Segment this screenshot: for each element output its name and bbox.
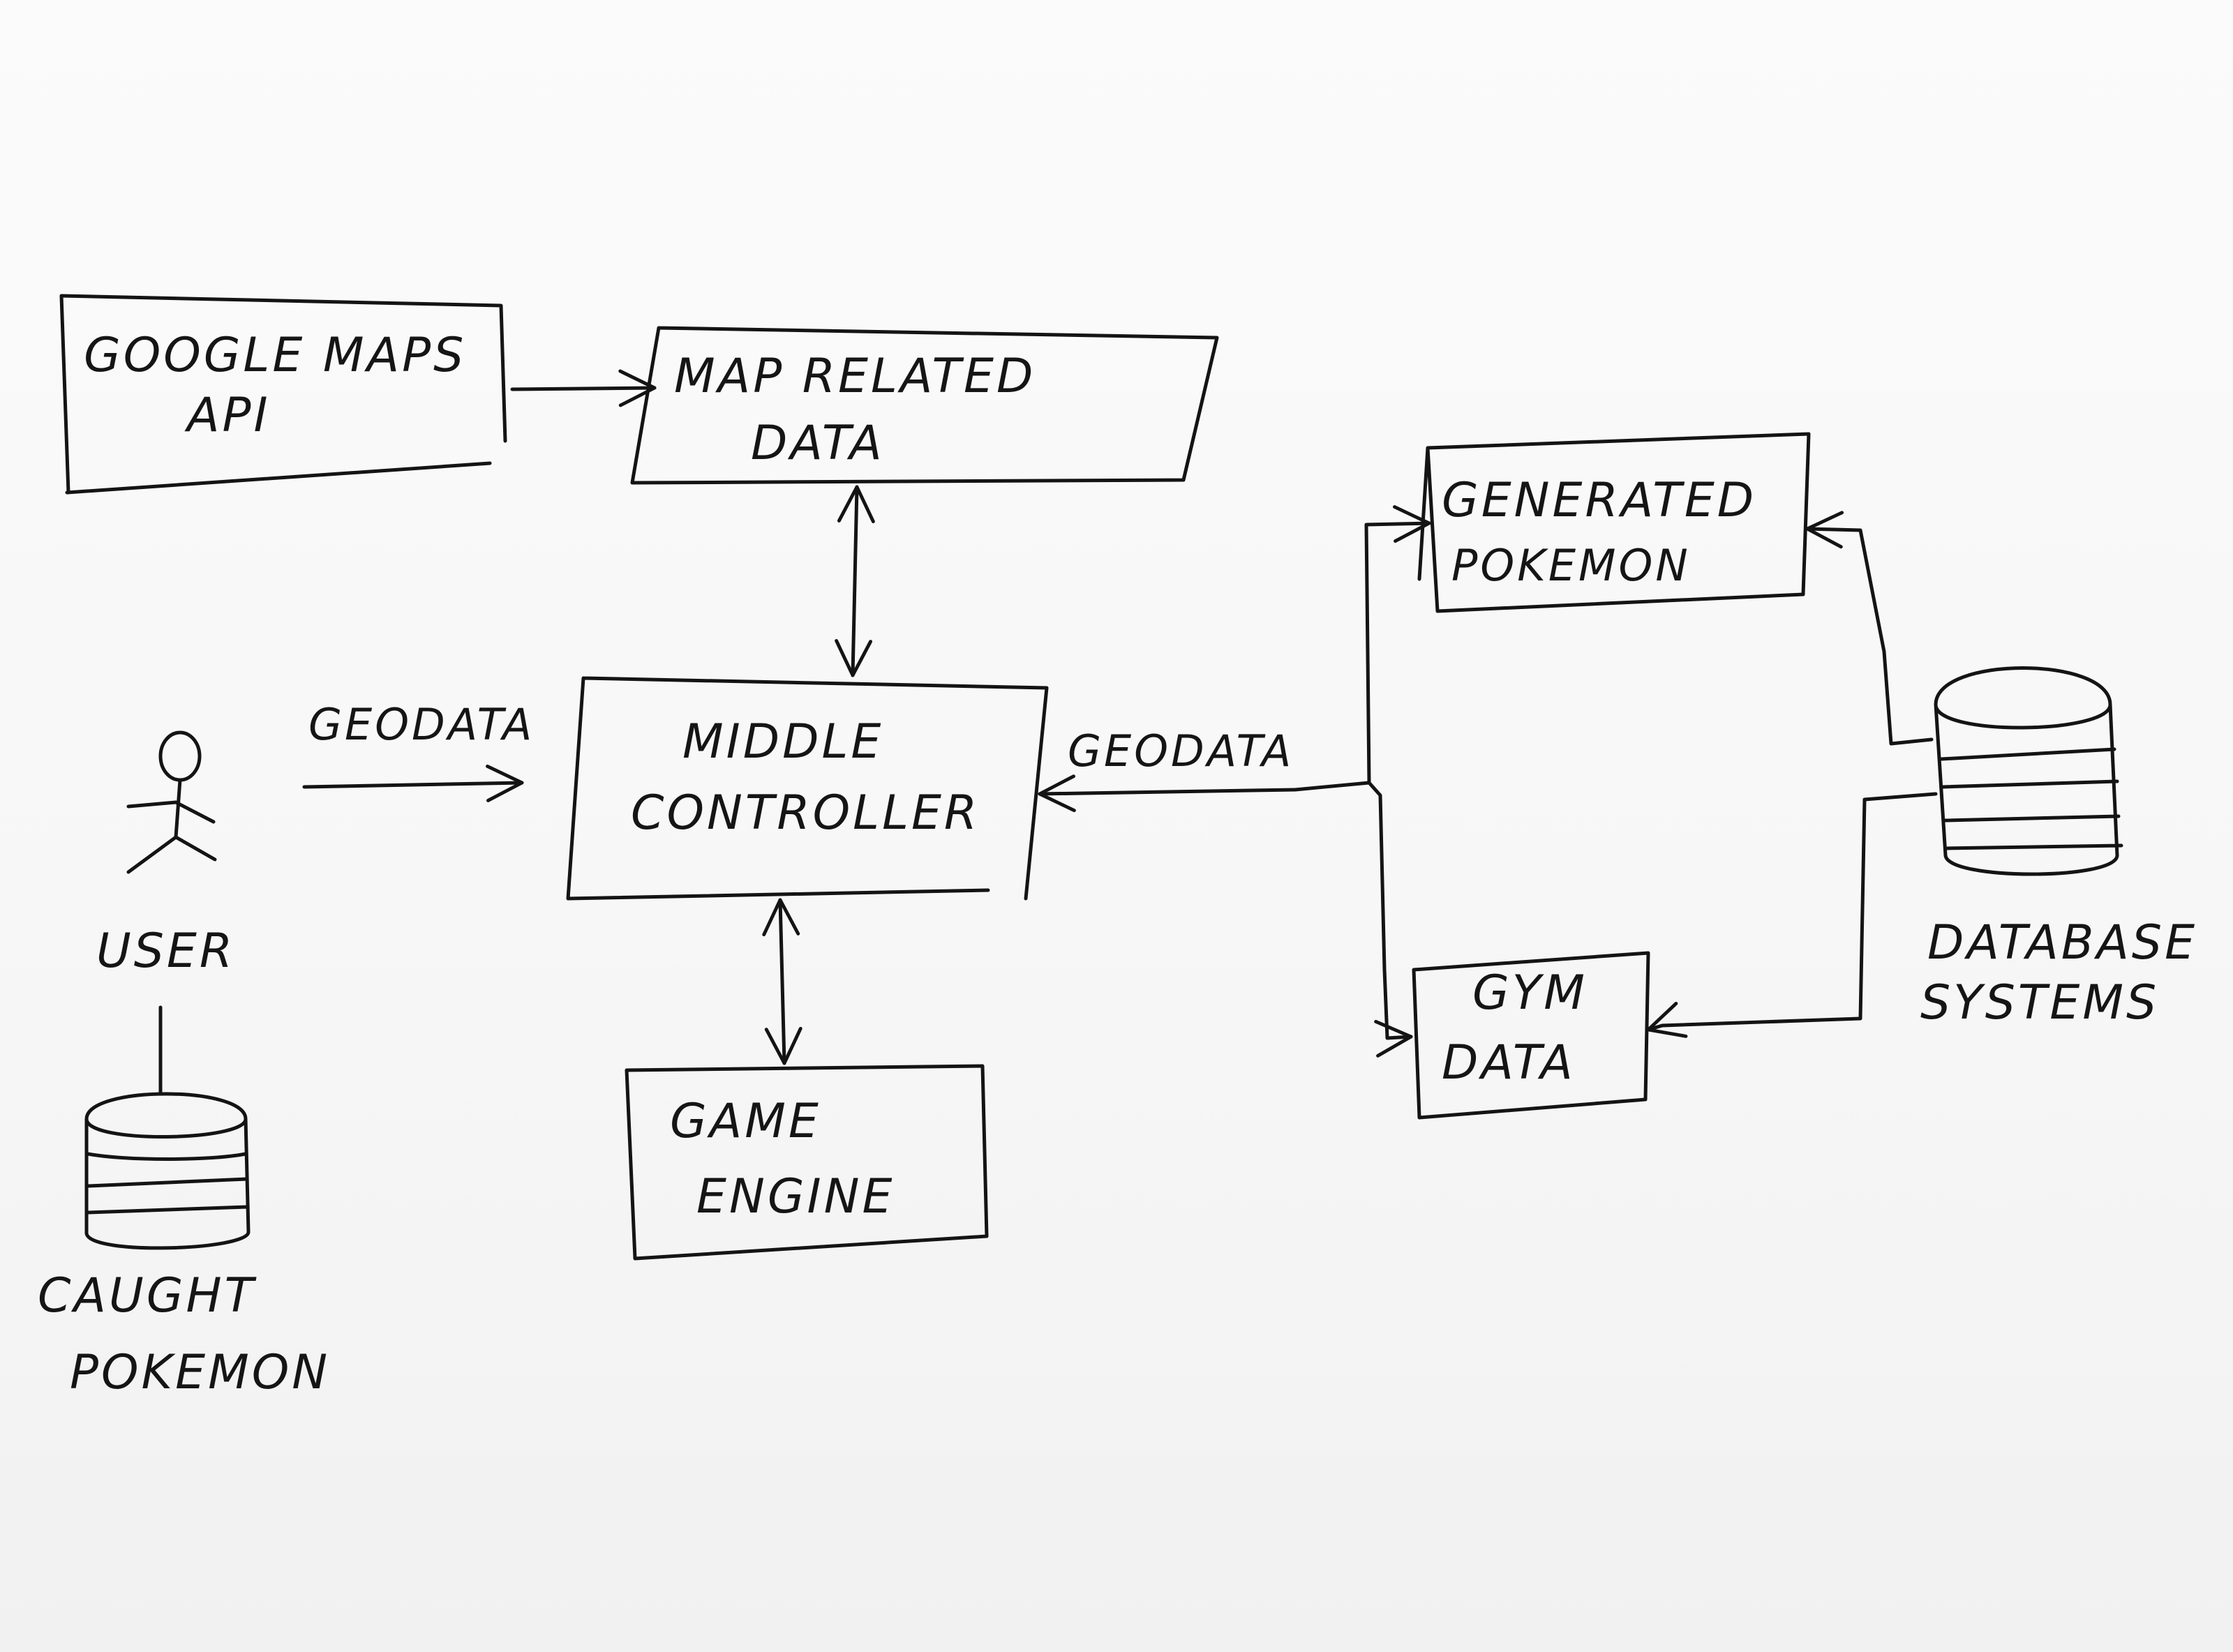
- user-actor: USER: [96, 730, 235, 979]
- database-systems-label-line1: DATABASE: [1927, 915, 2197, 970]
- database-systems-shape: [1934, 666, 2123, 876]
- user-head: [158, 730, 202, 782]
- arrow-controller-engine: [762, 898, 802, 1065]
- game-engine-box: [625, 1064, 989, 1261]
- gym-data-label-line2: DATA: [1442, 1035, 1576, 1090]
- gym-data-label-line1: GYM: [1472, 966, 1588, 1021]
- caught-pokemon-label-line1: CAUGHT: [38, 1268, 257, 1323]
- game-engine-label-line1: GAME: [670, 1094, 821, 1149]
- map-related-data-shape: [630, 326, 1219, 485]
- middle-controller-box: [566, 676, 1049, 901]
- caught-pokemon-label-line2: POKEMON: [70, 1345, 330, 1400]
- middle-controller-node: MIDDLE CONTROLLER: [566, 676, 1049, 901]
- gym-data-box: [1412, 951, 1650, 1120]
- user-label: USER: [96, 924, 235, 979]
- database-systems-cylinder: DATABASE SYSTEMS: [1920, 666, 2197, 1030]
- google-maps-api-label-line1: GOOGLE MAPS: [84, 328, 466, 383]
- geodata-datastores-label: GEODATA: [1068, 726, 1294, 776]
- google-maps-api-box: [59, 294, 507, 495]
- map-related-data-label-line1: MAP RELATED: [674, 349, 1036, 404]
- arrow-mapdata-controller: [835, 485, 875, 677]
- map-related-data-label-line2: DATA: [751, 416, 885, 471]
- arrow-datastores-to-controller: [1038, 774, 1297, 813]
- branch-to-gym-data: [1367, 781, 1413, 1058]
- user-body: [126, 778, 217, 874]
- branch-to-generated-pokemon: [1293, 505, 1431, 792]
- caught-pokemon-cylinder: [84, 1092, 251, 1250]
- game-engine-label-line2: ENGINE: [696, 1169, 895, 1224]
- generated-pokemon-node: GENERATED POKEMON: [1417, 432, 1811, 613]
- generated-pokemon-label-line2: POKEMON: [1451, 540, 1691, 591]
- map-related-data-node: MAP RELATED DATA: [630, 326, 1219, 485]
- caught-pokemon-database: CAUGHT POKEMON: [38, 1092, 330, 1400]
- geodata-user-label: GEODATA: [308, 699, 535, 750]
- arrow-maps-to-mapdata: [510, 369, 657, 407]
- google-maps-api-label-line2: API: [184, 388, 271, 443]
- database-systems-label-line2: SYSTEMS: [1920, 975, 2159, 1030]
- game-engine-node: GAME ENGINE: [625, 1064, 989, 1261]
- generated-pokemon-label-line1: GENERATED: [1442, 473, 1756, 528]
- google-maps-api-node: GOOGLE MAPS API: [59, 294, 507, 495]
- middle-controller-label-line1: MIDDLE: [682, 714, 883, 769]
- gym-data-node: GYM DATA: [1412, 951, 1650, 1120]
- generated-pokemon-box: [1417, 432, 1811, 613]
- arrow-db-to-generated-pokemon: [1805, 511, 1934, 746]
- arrow-db-to-gym-data: [1646, 792, 1938, 1038]
- middle-controller-label-line2: CONTROLLER: [631, 786, 980, 841]
- arrow-user-to-controller: [302, 764, 524, 802]
